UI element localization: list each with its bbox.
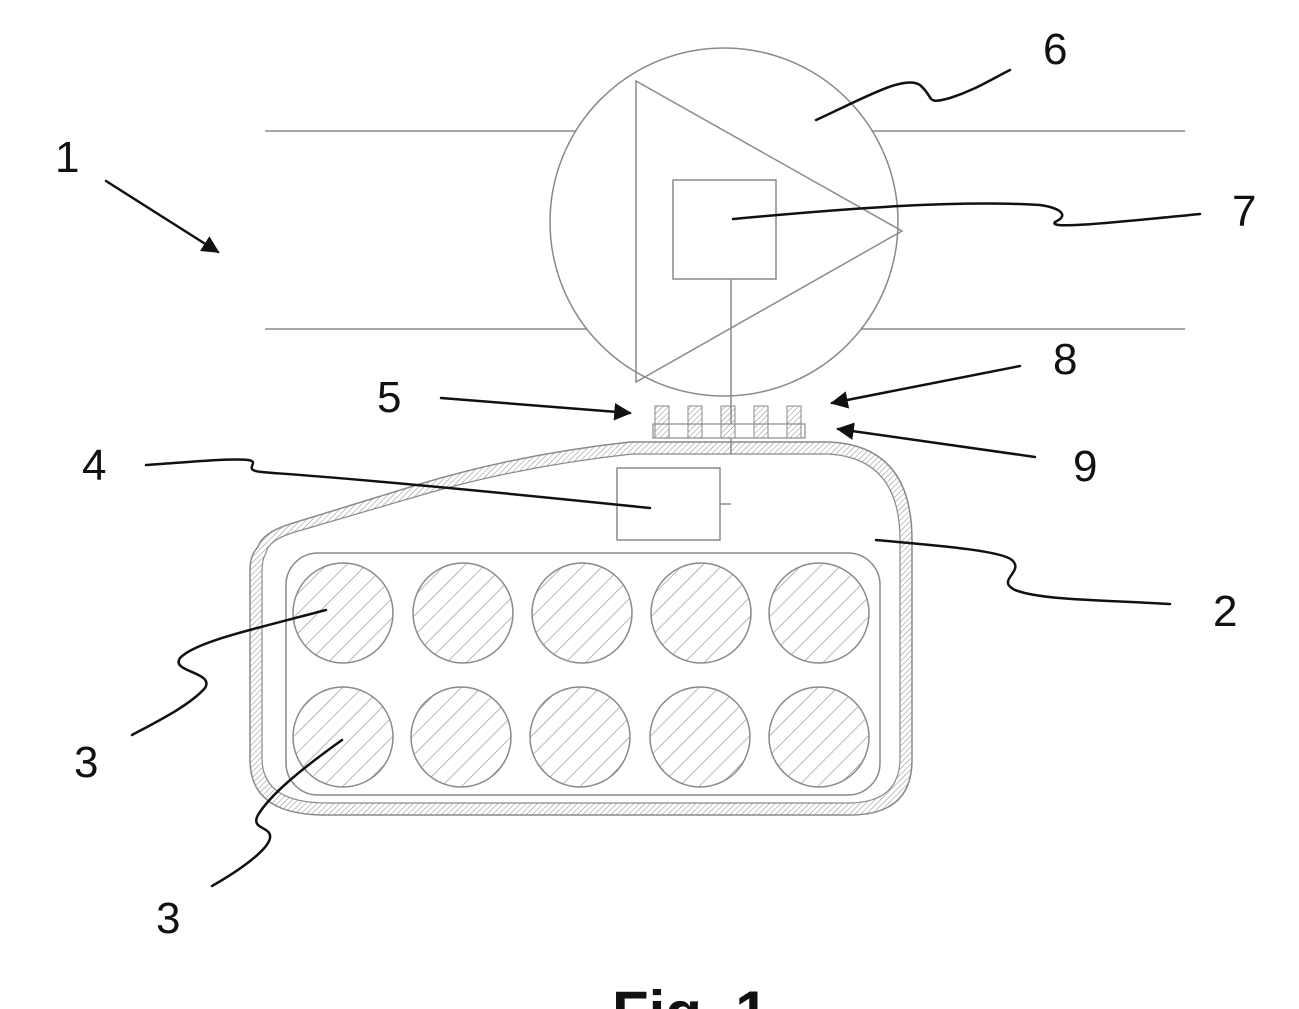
leader-8 xyxy=(832,366,1020,403)
figure-caption: Fig. 1 xyxy=(612,979,769,1009)
cell xyxy=(411,687,511,787)
ref-8: 8 xyxy=(1053,335,1077,384)
leader-2 xyxy=(876,540,1170,604)
ref-7: 7 xyxy=(1232,187,1256,236)
leader-1 xyxy=(106,181,218,252)
ref-2: 2 xyxy=(1213,587,1237,636)
cell xyxy=(413,563,513,663)
leader-5 xyxy=(441,398,630,413)
cell xyxy=(293,563,393,663)
cell xyxy=(769,563,869,663)
ref-5: 5 xyxy=(377,373,401,422)
connector-interface xyxy=(653,406,805,438)
component-4-box xyxy=(617,468,720,540)
ref-3-bottom: 3 xyxy=(156,894,180,943)
cell-row-bottom xyxy=(293,687,869,787)
component-7-box xyxy=(673,180,776,279)
cell xyxy=(530,687,630,787)
ref-1: 1 xyxy=(55,133,79,182)
ref-6: 6 xyxy=(1043,25,1067,74)
ref-4: 4 xyxy=(82,441,106,490)
cell xyxy=(651,563,751,663)
cell xyxy=(532,563,632,663)
cell xyxy=(650,687,750,787)
cell-row-top xyxy=(293,563,869,663)
ref-9: 9 xyxy=(1073,442,1097,491)
cell xyxy=(293,687,393,787)
ref-3-top: 3 xyxy=(74,738,98,787)
cell xyxy=(769,687,869,787)
